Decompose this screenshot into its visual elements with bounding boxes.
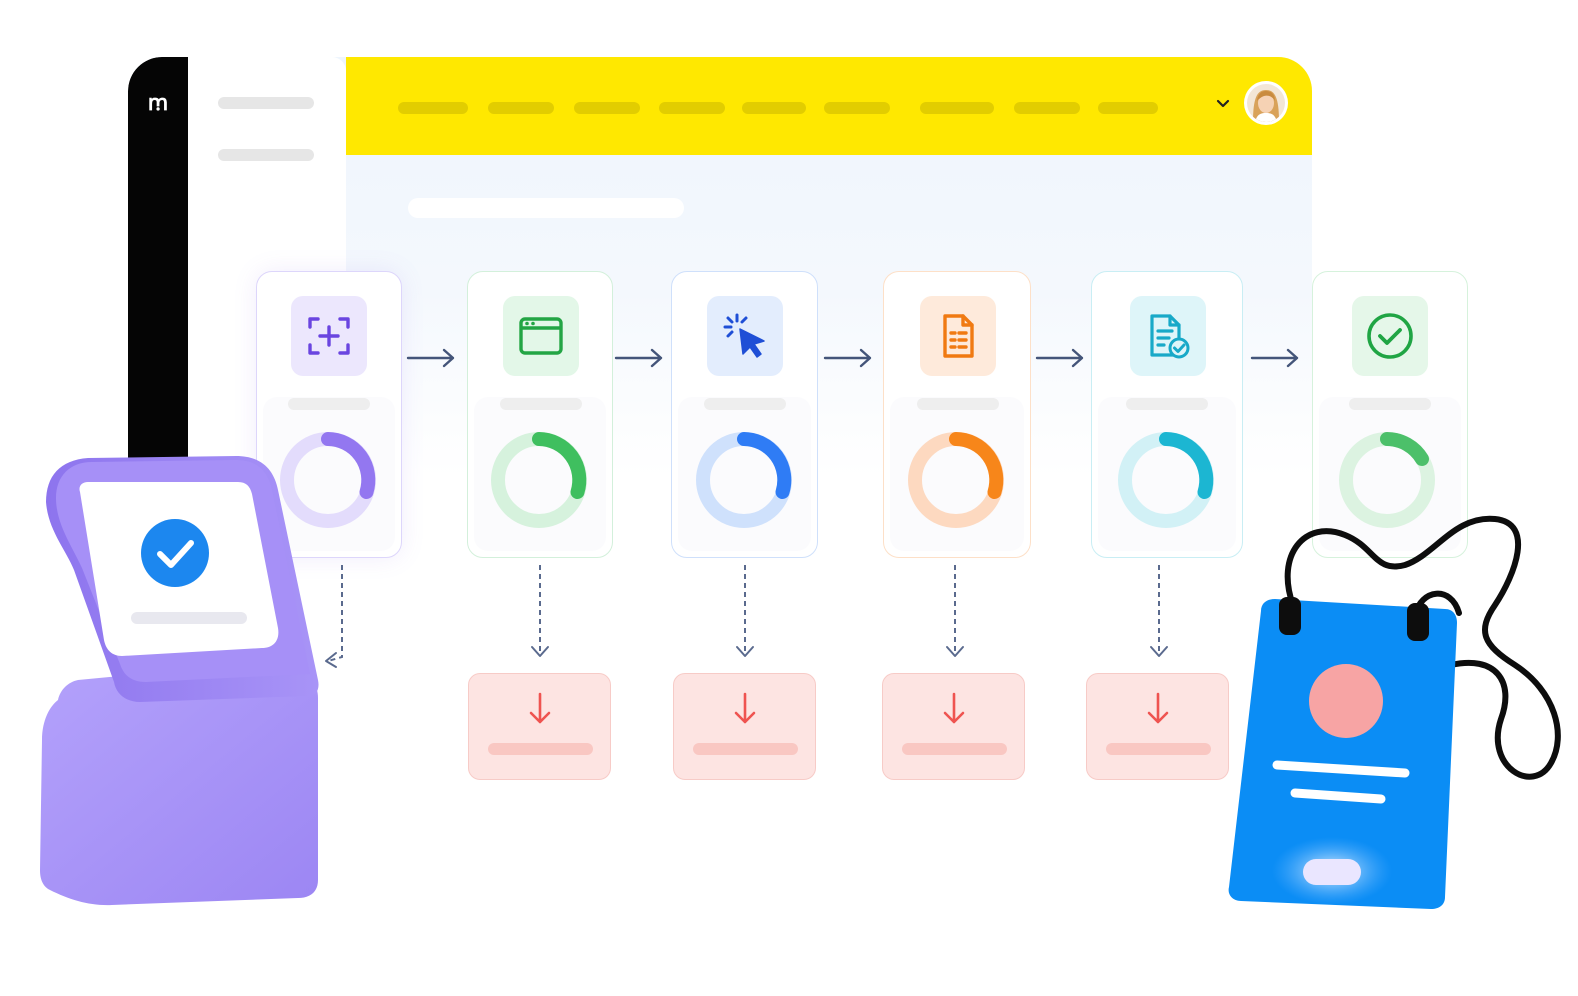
stage-label-placeholder [917,398,999,410]
output-label-placeholder [1106,743,1211,755]
sidebar-item[interactable] [218,97,314,109]
output-label-placeholder [902,743,1007,755]
check-circle-icon [1367,313,1413,359]
stage-icon-tile [503,296,579,376]
stage-icon-tile [707,296,783,376]
nav-tab[interactable] [1098,102,1158,114]
stage-label-placeholder [1126,398,1208,410]
output-label-placeholder [693,743,798,755]
progress-ring [491,432,587,528]
progress-ring [1118,432,1214,528]
nav-rail: ꭑ [128,57,188,477]
top-navigation-bar [346,57,1312,155]
output-download-box[interactable] [882,673,1025,780]
nav-tab[interactable] [920,102,994,114]
id-badge-illustration [1228,515,1561,909]
pipeline-stage-document[interactable] [883,271,1031,558]
dashed-arrow-down-icon [531,565,549,657]
user-avatar[interactable] [1244,81,1288,125]
progress-ring [280,432,376,528]
stage-label-placeholder [704,398,786,410]
nav-tab[interactable] [488,102,554,114]
progress-ring [908,432,1004,528]
arrow-down-icon [529,692,551,724]
stage-icon-tile [920,296,996,376]
output-download-box[interactable] [468,673,611,780]
nav-tab[interactable] [398,102,468,114]
cursor-click-icon [723,313,765,358]
progress-ring [696,432,792,528]
progress-ring [1339,432,1435,528]
dashed-arrow-down-icon [1150,565,1168,657]
scan-add-icon [308,317,350,355]
chevron-down-icon[interactable] [1216,97,1230,111]
stage-icon-tile [291,296,367,376]
stage-icon-tile [1130,296,1206,376]
nav-tab[interactable] [1014,102,1080,114]
kiosk-illustration [40,456,319,906]
browser-window-icon [519,317,563,355]
arrow-down-icon [734,692,756,724]
arrow-down-icon [1147,692,1169,724]
stage-label-placeholder [288,398,370,410]
arrow-down-icon [943,692,965,724]
nav-tab[interactable] [574,102,640,114]
output-download-box[interactable] [1086,673,1229,780]
dashed-arrow-down-icon [736,565,754,657]
sidebar [188,57,346,477]
page-title-placeholder [408,198,684,218]
stage-icon-tile [1352,296,1428,376]
arrow-right-icon [823,348,872,368]
sidebar-item[interactable] [218,149,314,161]
stage-label-placeholder [500,398,582,410]
nav-tab[interactable] [824,102,890,114]
arrow-right-icon [1250,348,1299,368]
arrow-right-icon [614,348,663,368]
pipeline-stage-verify[interactable] [1091,271,1243,558]
avatar-portrait [1247,84,1285,122]
pipeline-stage-browser[interactable] [467,271,613,558]
pipeline-stage-complete[interactable] [1312,271,1468,558]
dashed-return-arrow-icon [325,565,343,668]
pipeline-stage-click[interactable] [671,271,818,558]
pipeline-stage-scan[interactable] [256,271,402,558]
arrow-right-icon [1035,348,1084,368]
arrow-right-icon [406,348,455,368]
document-icon [943,314,974,358]
nav-tab[interactable] [742,102,806,114]
stage-label-placeholder [1349,398,1431,410]
dashed-arrow-down-icon [946,565,964,657]
document-check-icon [1150,314,1190,359]
app-logo[interactable]: ꭑ [147,90,169,115]
output-download-box[interactable] [673,673,816,780]
nav-tab[interactable] [659,102,725,114]
output-label-placeholder [488,743,593,755]
